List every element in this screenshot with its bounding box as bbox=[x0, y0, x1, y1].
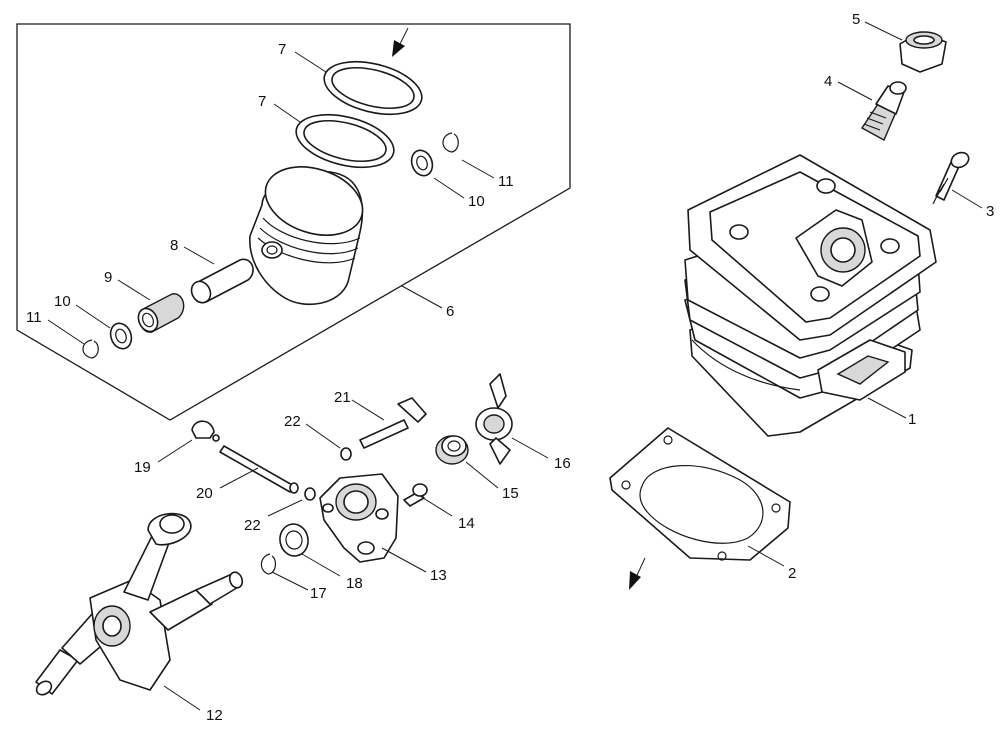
callout-5: 5 bbox=[852, 11, 860, 28]
oil-seal bbox=[435, 435, 469, 465]
callout-15: 15 bbox=[502, 485, 519, 502]
callout-11-left: 11 bbox=[26, 309, 42, 326]
direction-arrow-bottom bbox=[629, 557, 646, 590]
callout-10-right: 10 bbox=[468, 193, 485, 210]
callout-3: 3 bbox=[986, 203, 994, 220]
callout-1: 1 bbox=[908, 411, 916, 428]
callout-22-lower: 22 bbox=[244, 517, 261, 534]
needle-bearing bbox=[137, 293, 185, 333]
decompression-valve bbox=[860, 81, 907, 141]
crank-circlip bbox=[260, 553, 277, 575]
thrust-washer-right bbox=[410, 149, 434, 177]
callout-20: 20 bbox=[196, 485, 213, 502]
plug bbox=[191, 420, 220, 442]
decompression-valve-cap bbox=[899, 31, 947, 73]
o-ring-upper bbox=[340, 447, 352, 461]
callout-8: 8 bbox=[170, 237, 178, 254]
piston-pin bbox=[190, 258, 254, 304]
guide-pin bbox=[359, 397, 427, 449]
callout-13: 13 bbox=[430, 567, 447, 584]
callout-19: 19 bbox=[134, 459, 151, 476]
cylinder bbox=[684, 154, 937, 437]
callout-21: 21 bbox=[334, 389, 351, 406]
callout-22-upper: 22 bbox=[284, 413, 301, 430]
oil-pump-worm bbox=[475, 373, 513, 465]
callout-9: 9 bbox=[104, 269, 112, 286]
callout-2: 2 bbox=[788, 565, 796, 582]
callout-16: 16 bbox=[554, 455, 571, 472]
o-ring-lower bbox=[304, 487, 316, 501]
callout-6: 6 bbox=[446, 303, 454, 320]
crank-washer bbox=[279, 523, 309, 557]
callout-4: 4 bbox=[824, 73, 832, 90]
piston bbox=[249, 166, 364, 305]
oil-tube bbox=[219, 445, 299, 494]
oil-pump-housing bbox=[319, 473, 399, 563]
callout-labels: 1 2 3 4 5 6 7 7 8 9 10 10 11 11 12 13 14… bbox=[26, 11, 994, 724]
callout-17: 17 bbox=[310, 585, 327, 602]
leader-lines bbox=[47, 21, 983, 711]
circlip-left bbox=[82, 339, 99, 359]
callout-10-left: 10 bbox=[54, 293, 71, 310]
circlip-right bbox=[442, 132, 459, 153]
thrust-washer-left bbox=[109, 322, 133, 350]
callout-12: 12 bbox=[206, 707, 223, 724]
pump-screw bbox=[403, 483, 428, 507]
callout-18: 18 bbox=[346, 575, 363, 592]
callout-14: 14 bbox=[458, 515, 475, 532]
piston-kit-frame bbox=[16, 23, 571, 421]
piston-ring-lower bbox=[295, 113, 395, 169]
cylinder-gasket bbox=[609, 427, 791, 561]
cylinder-bolt bbox=[932, 151, 970, 205]
callout-7-upper: 7 bbox=[278, 41, 286, 58]
callout-7-lower: 7 bbox=[258, 93, 266, 110]
callout-11-right: 11 bbox=[498, 173, 514, 190]
direction-arrow-top bbox=[392, 27, 409, 57]
piston-ring-upper bbox=[323, 60, 423, 116]
crankshaft bbox=[35, 512, 244, 696]
